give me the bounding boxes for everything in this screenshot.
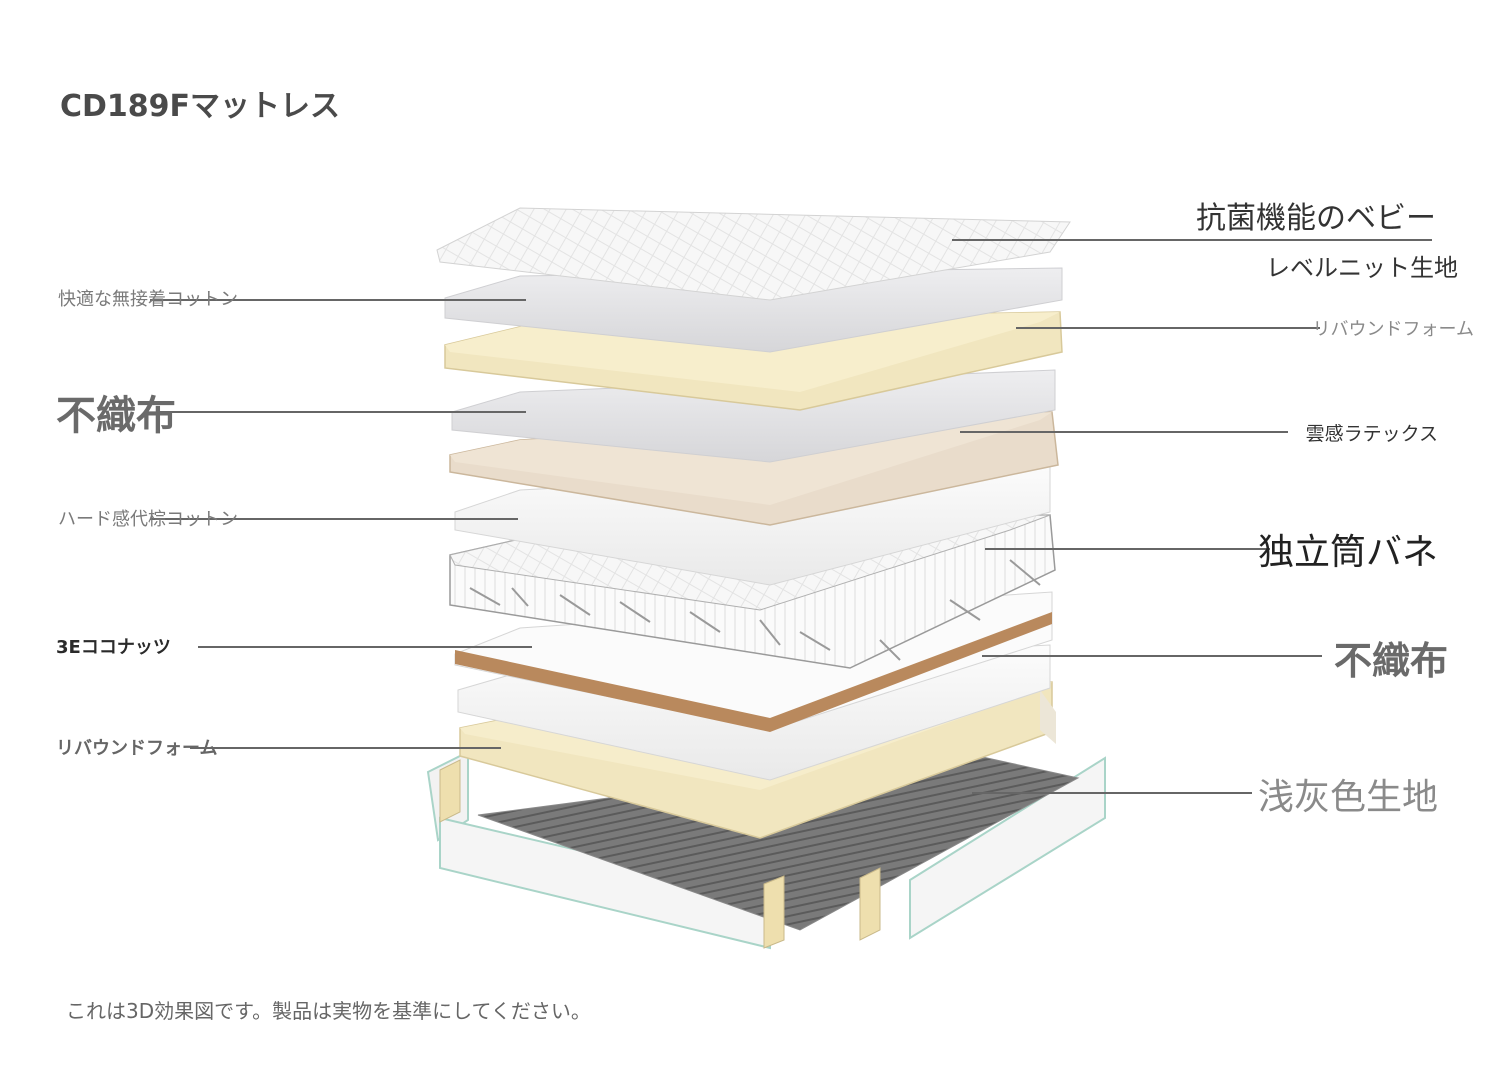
label-rebound-foam-right: リバウンドフォーム <box>1312 319 1474 340</box>
leader-lines <box>150 239 1432 794</box>
base-foam-post-right <box>859 867 881 941</box>
layer-cotton <box>444 267 1063 353</box>
label-baby-knit-line2: レベルニット生地 <box>1266 254 1458 282</box>
base-foam-post-left <box>439 759 461 823</box>
label-pocket-spring: 独立筒バネ <box>1257 532 1438 573</box>
bottom-foam-edge <box>1040 690 1056 744</box>
label-cotton: 快適な無接着コットン <box>58 289 238 310</box>
layer-nonwoven <box>451 369 1056 463</box>
label-baby-knit-line1: 抗菌機能のベビー <box>1196 201 1436 236</box>
footnote: これは3D効果図です。製品は実物を基準にしてください。 <box>66 999 591 1023</box>
base-foam-post-front <box>763 875 785 949</box>
label-nonwoven-right: 不織布 <box>1333 639 1448 683</box>
label-coconut: 3Eココナッツ <box>56 637 171 658</box>
page-title: CD189Fマットレス <box>60 89 341 124</box>
label-rebound-foam-left: リバウンドフォーム <box>56 738 218 759</box>
label-nonwoven-left: 不織布 <box>56 393 176 439</box>
label-hard-cotton: ハード感代棕コットン <box>58 509 238 530</box>
label-gray-fabric: 浅灰色生地 <box>1257 777 1438 818</box>
layer-top-knit <box>436 207 1071 301</box>
label-latex: 雲感ラテックス <box>1305 423 1438 445</box>
